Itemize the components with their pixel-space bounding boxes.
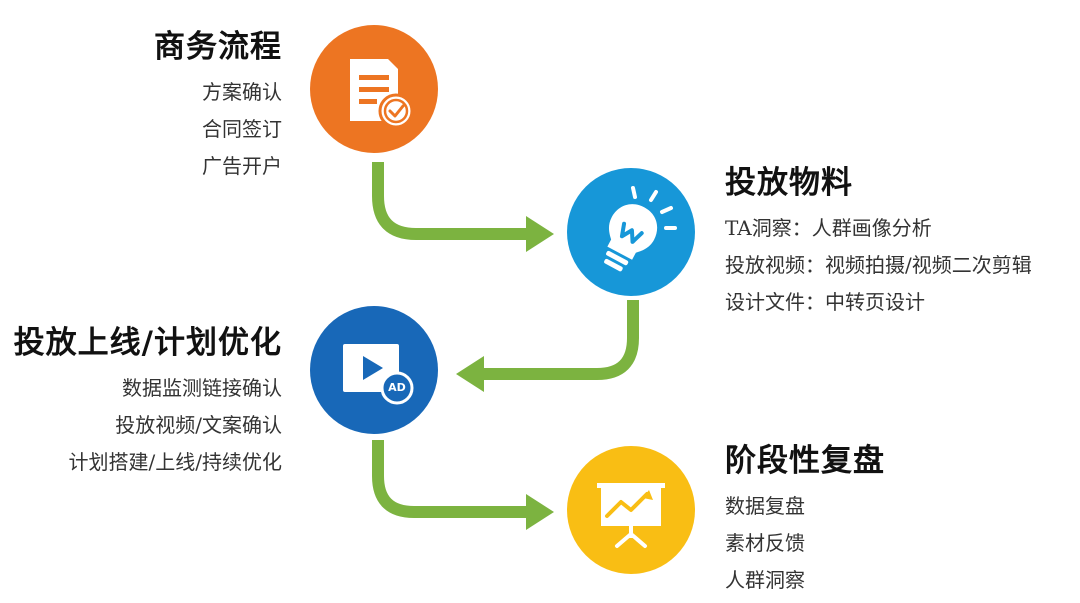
list-item: 广告开户 bbox=[202, 154, 282, 178]
step4-text: 阶段性复盘 数据复盘 素材反馈 人群洞察 bbox=[725, 442, 885, 599]
list-item: 计划搭建/上线/持续优化 bbox=[68, 450, 282, 474]
lightbulb-icon bbox=[604, 186, 677, 272]
list-item: TA洞察：人群画像分析 bbox=[725, 216, 932, 240]
step4-circle bbox=[567, 446, 695, 574]
list-item: 数据复盘 bbox=[725, 494, 805, 518]
video-ad-icon bbox=[343, 344, 414, 405]
list-item: 素材反馈 bbox=[725, 531, 805, 555]
step3-text: 投放上线/计划优化 数据监测链接确认 投放视频/文案确认 计划搭建/上线/持续优… bbox=[14, 324, 282, 481]
list-item: 设计文件：中转页设计 bbox=[725, 290, 925, 314]
arrow-step3-to-step4 bbox=[372, 440, 528, 518]
arrowhead-step3 bbox=[456, 356, 484, 392]
step3-list: 数据监测链接确认 投放视频/文案确认 计划搭建/上线/持续优化 bbox=[14, 370, 282, 481]
list-item: 数据监测链接确认 bbox=[122, 376, 282, 400]
list-item: 人群洞察 bbox=[725, 568, 805, 592]
step1-title: 商务流程 bbox=[154, 29, 282, 65]
step3-title: 投放上线/计划优化 bbox=[13, 325, 282, 361]
document-check-icon bbox=[350, 59, 414, 129]
step2-list: TA洞察：人群画像分析 投放视频：视频拍摄/视频二次剪辑 设计文件：中转页设计 bbox=[725, 210, 1032, 321]
step2-title: 投放物料 bbox=[725, 165, 853, 201]
step4-title: 阶段性复盘 bbox=[725, 443, 885, 479]
step1-circle bbox=[310, 25, 438, 153]
arrowhead-step2 bbox=[526, 216, 554, 252]
list-item: 投放视频/文案确认 bbox=[115, 413, 282, 437]
arrow-step1-to-step2 bbox=[372, 162, 528, 240]
step2-circle bbox=[567, 168, 695, 296]
step2-text: 投放物料 TA洞察：人群画像分析 投放视频：视频拍摄/视频二次剪辑 设计文件：中… bbox=[725, 164, 1032, 321]
arrowhead-step4 bbox=[526, 494, 554, 530]
step1-text: 商务流程 方案确认 合同签订 广告开户 bbox=[154, 28, 282, 185]
step4-list: 数据复盘 素材反馈 人群洞察 bbox=[725, 488, 885, 599]
step3-circle: AD bbox=[310, 306, 438, 434]
presentation-chart-icon bbox=[597, 483, 665, 548]
arrow-step2-to-step3 bbox=[482, 300, 639, 380]
list-item: 投放视频：视频拍摄/视频二次剪辑 bbox=[725, 253, 1032, 277]
ad-badge-label: AD bbox=[388, 381, 406, 394]
step1-list: 方案确认 合同签订 广告开户 bbox=[154, 74, 282, 185]
list-item: 合同签订 bbox=[202, 117, 282, 141]
list-item: 方案确认 bbox=[202, 80, 282, 104]
